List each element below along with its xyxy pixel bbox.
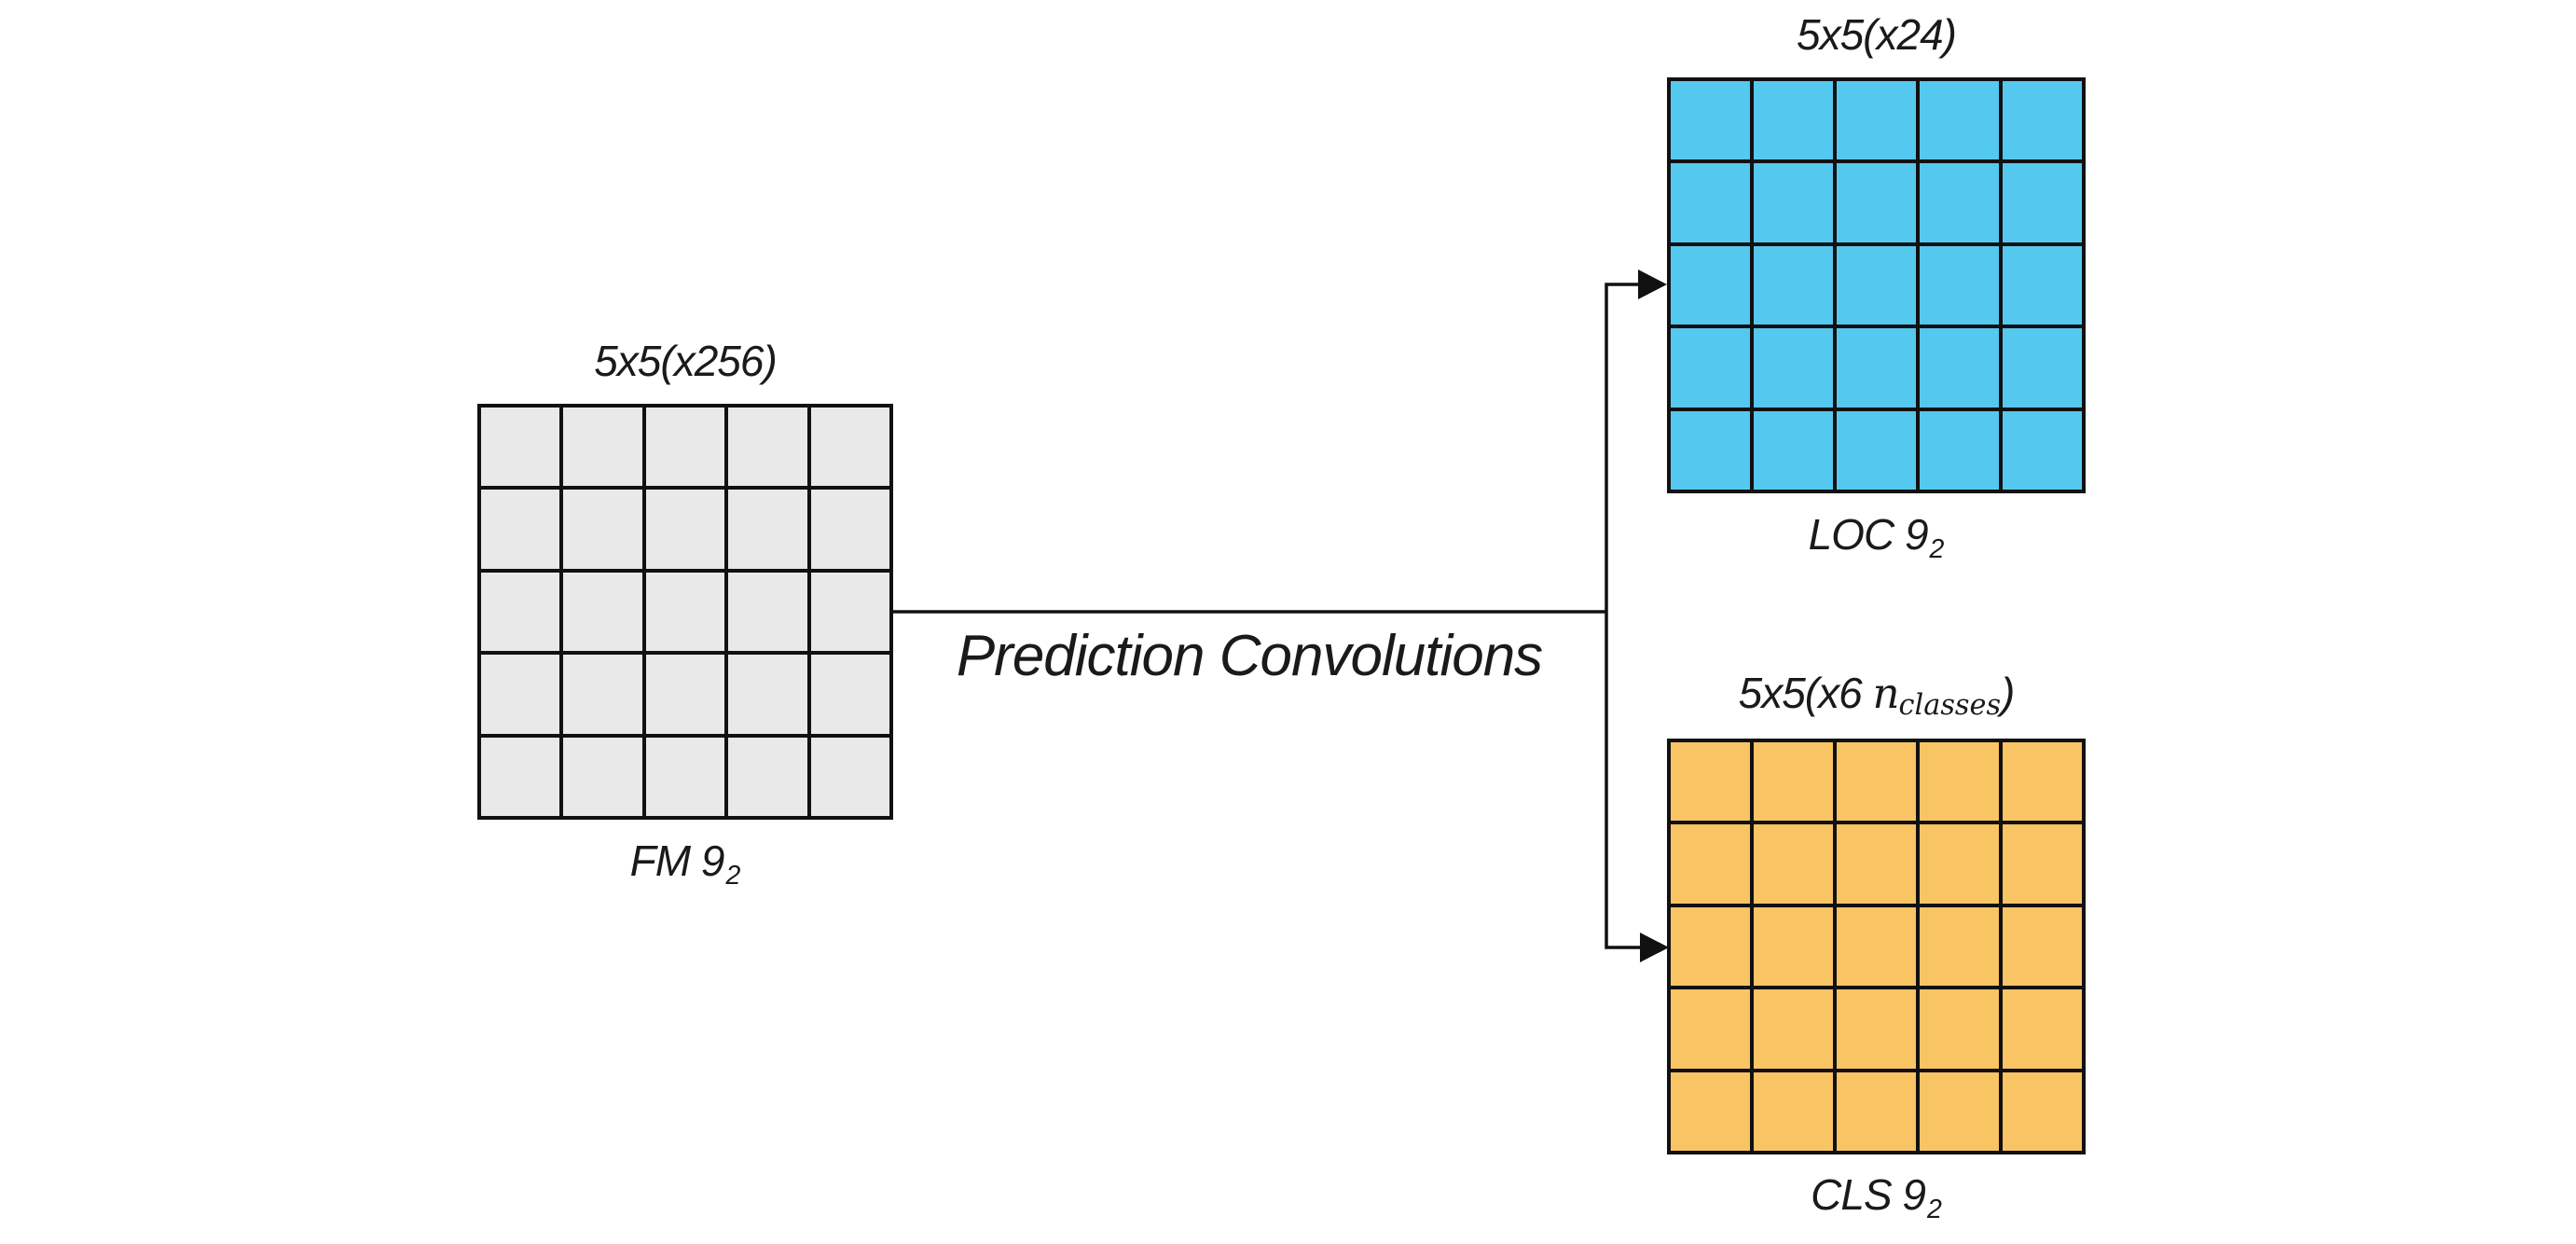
cls-size-suffix: ): [2001, 669, 2015, 717]
grid-cell: [728, 655, 807, 734]
grid-cell: [810, 572, 889, 652]
grid-cell: [481, 490, 560, 569]
grid-cell: [1754, 989, 1833, 1069]
grid-cell: [2003, 1071, 2082, 1151]
grid-cell: [1671, 989, 1750, 1069]
grid-cell: [1920, 824, 1999, 904]
grid-cell: [2003, 742, 2082, 822]
grid-cell: [1671, 742, 1750, 822]
grid-cell: [728, 408, 807, 487]
grid-cell: [1671, 163, 1750, 242]
grid-cell: [1671, 328, 1750, 408]
grid-cell: [481, 408, 560, 487]
grid-cell: [481, 655, 560, 734]
fm-feature-map-grid: [477, 404, 893, 820]
grid-cell: [645, 572, 725, 652]
grid-cell: [1754, 245, 1833, 325]
grid-cell: [1837, 410, 1916, 490]
grid-cell: [2003, 328, 2082, 408]
grid-cell: [2003, 906, 2082, 987]
grid-cell: [1920, 410, 1999, 490]
grid-cell: [1920, 906, 1999, 987]
loc-size-label: 5x5(x24): [1797, 10, 1957, 59]
grid-cell: [2003, 163, 2082, 242]
fm-name-subscript: 2: [725, 860, 741, 891]
cls-name-label: CLS 92: [1667, 1170, 2086, 1224]
arrowhead-to-cls-icon: [1640, 933, 1669, 962]
grid-cell: [2003, 989, 2082, 1069]
loc-name-subscript: 2: [1929, 533, 1945, 564]
loc-prediction-grid: [1667, 77, 2086, 493]
grid-cell: [1671, 906, 1750, 987]
cls-name-text: CLS 9: [1811, 1170, 1926, 1219]
arrowhead-to-loc-icon: [1638, 270, 1667, 299]
grid-cell: [481, 572, 560, 652]
grid-cell: [645, 737, 725, 816]
grid-cell: [1754, 742, 1833, 822]
grid-cell: [728, 490, 807, 569]
cls-prediction-grid: [1667, 739, 2086, 1154]
grid-cell: [1671, 824, 1750, 904]
grid-cell: [2003, 824, 2082, 904]
grid-cell: [810, 490, 889, 569]
grid-cell: [1754, 824, 1833, 904]
grid-cell: [1754, 410, 1833, 490]
grid-cell: [1920, 81, 1999, 160]
cls-size-variable-subscript: classes: [1898, 689, 2002, 723]
grid-cell: [2003, 410, 2082, 490]
grid-cell: [810, 655, 889, 734]
grid-cell: [2003, 245, 2082, 325]
connector-line: [892, 283, 1645, 949]
grid-cell: [1671, 81, 1750, 160]
grid-cell: [1671, 245, 1750, 325]
grid-cell: [1920, 328, 1999, 408]
grid-cell: [728, 737, 807, 816]
grid-cell: [1671, 1071, 1750, 1151]
grid-cell: [2003, 81, 2082, 160]
grid-cell: [1837, 742, 1916, 822]
grid-cell: [563, 655, 642, 734]
fm-name-text: FM 9: [629, 836, 725, 885]
grid-cell: [810, 408, 889, 487]
grid-cell: [563, 408, 642, 487]
grid-cell: [645, 655, 725, 734]
grid-cell: [1754, 1071, 1833, 1151]
grid-cell: [810, 737, 889, 816]
grid-cell: [1920, 163, 1999, 242]
grid-cell: [1920, 1071, 1999, 1151]
grid-cell: [1920, 742, 1999, 822]
grid-cell: [1754, 328, 1833, 408]
grid-cell: [1837, 824, 1916, 904]
fm-name-label: FM 92: [477, 836, 893, 891]
grid-cell: [1754, 906, 1833, 987]
cls-name-subscript: 2: [1927, 1194, 1942, 1224]
fm-size-label: 5x5(x256): [594, 337, 778, 385]
grid-cell: [645, 490, 725, 569]
grid-cell: [1754, 81, 1833, 160]
grid-cell: [1837, 906, 1916, 987]
grid-cell: [481, 737, 560, 816]
grid-cell: [728, 572, 807, 652]
grid-cell: [1837, 1071, 1916, 1151]
loc-name-text: LOC 9: [1808, 510, 1929, 559]
cls-size-variable: n: [1872, 669, 1899, 718]
grid-cell: [1837, 81, 1916, 160]
loc-name-label: LOC 92: [1667, 510, 2086, 564]
grid-cell: [563, 490, 642, 569]
grid-cell: [563, 572, 642, 652]
grid-cell: [1837, 989, 1916, 1069]
grid-cell: [563, 737, 642, 816]
grid-cell: [1920, 245, 1999, 325]
grid-cell: [1671, 410, 1750, 490]
grid-cell: [1920, 989, 1999, 1069]
grid-cell: [1837, 163, 1916, 242]
grid-cell: [1837, 328, 1916, 408]
prediction-convolutions-label: Prediction Convolutions: [956, 624, 1543, 688]
cls-size-label: 5x5(x6 nclasses): [1667, 669, 2086, 722]
grid-cell: [1754, 163, 1833, 242]
grid-cell: [645, 408, 725, 487]
grid-cell: [1837, 245, 1916, 325]
cls-size-prefix: 5x5(x6: [1738, 669, 1873, 717]
